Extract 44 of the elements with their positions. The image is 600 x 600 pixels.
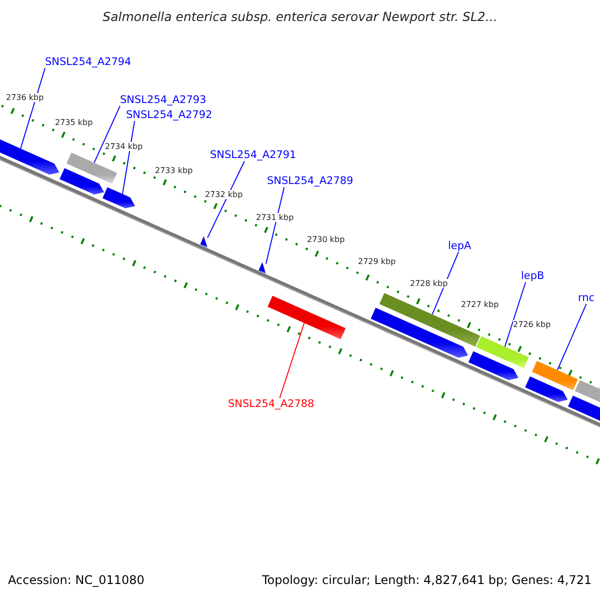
gene-bar <box>379 293 480 347</box>
gene-label: rnc <box>578 292 595 304</box>
scale-label: 2728 kbp <box>410 279 448 288</box>
leader-line <box>279 322 305 398</box>
gene-feature <box>102 187 136 208</box>
gene-label: SNSL254_A2788 <box>228 398 314 410</box>
gene-marker <box>200 236 208 248</box>
leader-line <box>266 186 285 264</box>
leader-line <box>207 160 245 238</box>
scale-label: 2733 kbp <box>155 166 193 176</box>
scale-label: 2734 kbp <box>105 142 143 152</box>
gene-bar <box>66 152 118 184</box>
scale-label: 2736 kbp <box>6 93 44 102</box>
gene-feature <box>525 376 568 402</box>
scale-label: 2726 kbp <box>513 320 551 330</box>
gene-feature <box>468 351 518 380</box>
scale-label: 2732 kbp <box>205 190 243 200</box>
gene-marker <box>258 262 266 274</box>
scale-label: 2727 kbp <box>461 300 499 310</box>
leader-line <box>94 106 120 164</box>
gene-label: SNSL254_A2792 <box>126 109 212 122</box>
gene-label: lepB <box>521 270 544 282</box>
gene-feature <box>370 308 468 358</box>
scale-label: 2730 kbp <box>307 235 345 244</box>
leader-line <box>556 304 587 371</box>
title: Salmonella enterica subsp. enterica serovar Newport str. SL2... <box>102 10 498 24</box>
gene-bar <box>476 336 529 368</box>
gene-label: SNSL254_A2791 <box>210 149 296 162</box>
leader-line <box>20 68 46 150</box>
scale-label: 2731 kbp <box>256 213 294 222</box>
gene-bar <box>268 296 346 340</box>
leader-line <box>432 252 459 315</box>
gene-label: SNSL254_A2793 <box>120 94 206 106</box>
footer-text: Topology: circular; Length: 4,827,641 bp; Genes: 4,721 <box>262 574 592 588</box>
gene-bar <box>532 360 578 390</box>
gene-label: SNSL254_A2789 <box>267 175 354 188</box>
scale-label: 2735 kbp <box>55 118 93 128</box>
gene-label: SNSL254_A2794 <box>45 56 132 68</box>
leader-line <box>504 282 526 348</box>
footer-text: Accession: NC_011080 <box>8 574 144 588</box>
gene-label: lepA <box>448 240 472 252</box>
scale-label: 2729 kbp <box>358 257 396 266</box>
gene-feature <box>60 168 104 194</box>
leader-line <box>122 120 136 194</box>
